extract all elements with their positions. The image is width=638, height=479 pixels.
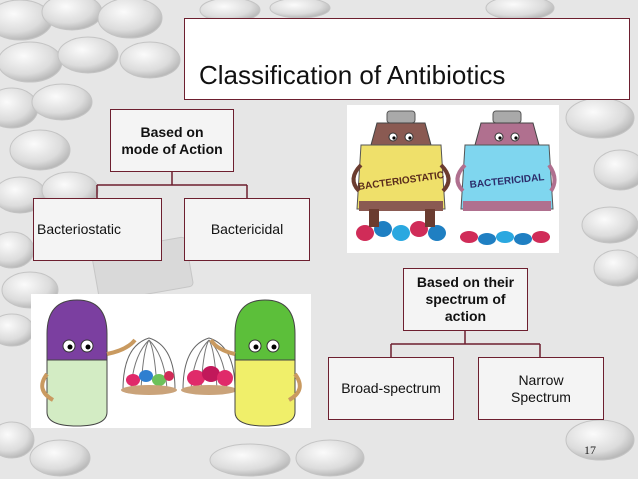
- capsules-illustration: [31, 294, 311, 428]
- bactericidal-node: Bactericidal: [184, 198, 310, 261]
- broad-spectrum-node: Broad-spectrum: [328, 357, 454, 420]
- spectrum-root: Based on their spectrum of action: [403, 268, 528, 331]
- connector-mode: [96, 172, 248, 198]
- broad-spectrum-label: Broad-spectrum: [341, 380, 441, 396]
- mode-of-action-root: Based on mode of Action: [110, 109, 234, 172]
- bacteria-right: [460, 231, 550, 245]
- narrow-spectrum-label: Narrow Spectrum: [511, 371, 571, 405]
- bacteriostatic-label: Bacteriostatic: [37, 221, 122, 237]
- bacteria-left: [356, 209, 446, 241]
- page-number: 17: [584, 443, 596, 457]
- cage-left: [121, 337, 177, 395]
- spectrum-root-label: Based on their spectrum of action: [416, 274, 515, 324]
- bactericidal-label: Bactericidal: [210, 221, 284, 237]
- bottles-illustration: BACTERIOSTATIC BACTERICIDAL: [347, 105, 559, 253]
- cage-right: [181, 337, 237, 395]
- mode-of-action-root-label: Based on mode of Action: [121, 123, 223, 157]
- title-box: [184, 18, 630, 100]
- narrow-spectrum-node: Narrow Spectrum: [478, 357, 604, 420]
- bacteriostatic-node: Bacteriostatic: [33, 198, 162, 261]
- slide-title: Classification of Antibiotics: [199, 60, 506, 90]
- connector-spectrum: [390, 331, 541, 357]
